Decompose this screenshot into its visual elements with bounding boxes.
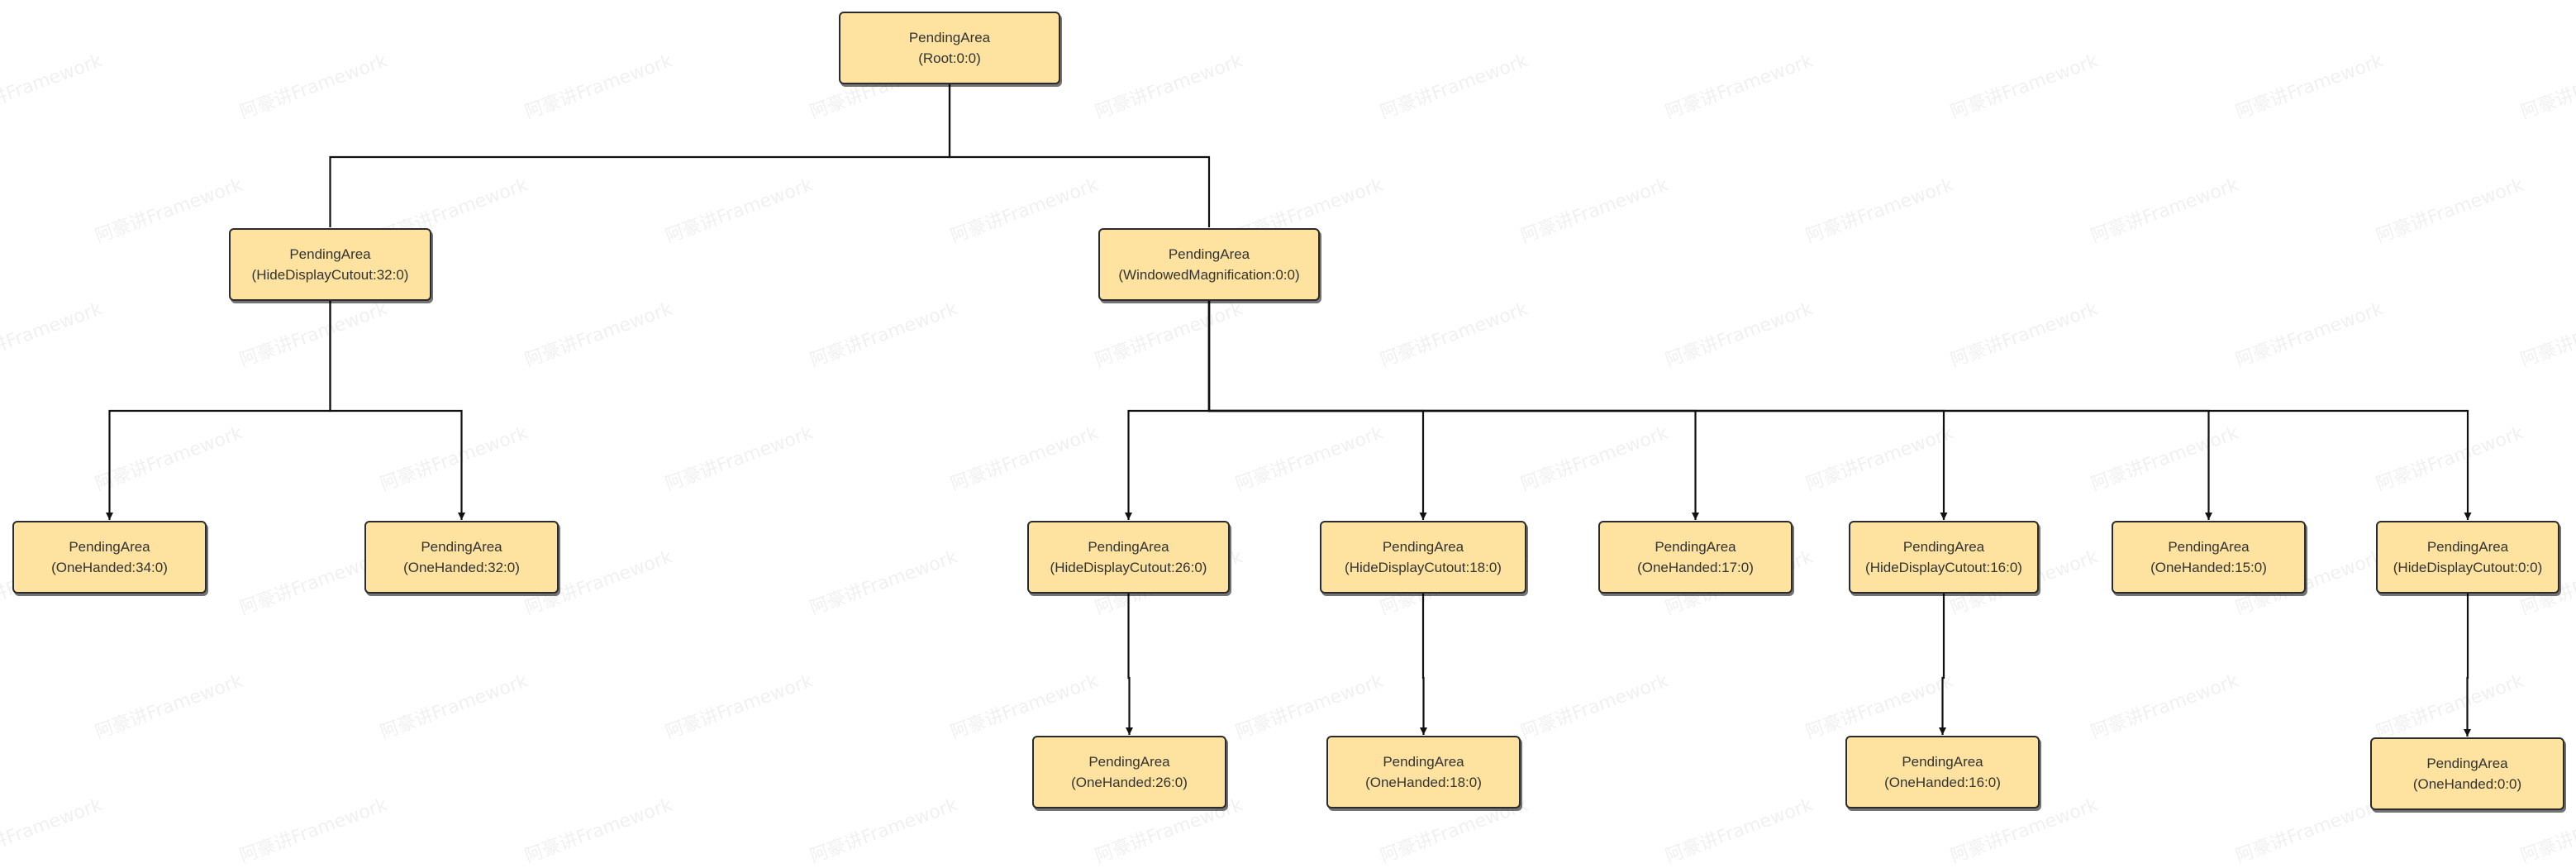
node-title: PendingArea — [1088, 754, 1170, 770]
pending-area-node: PendingArea (HideDisplayCutout:16:0) — [1849, 521, 2039, 594]
node-subtitle: (OneHanded:0:0) — [2412, 776, 2522, 792]
pending-area-node: PendingArea (OneHanded:18:0) — [1326, 736, 1521, 808]
node-title: PendingArea — [1902, 539, 1985, 555]
pending-area-node: PendingArea (OneHanded:17:0) — [1598, 521, 1793, 594]
pending-area-node: PendingArea (OneHanded:16:0) — [1845, 736, 2040, 808]
node-title: PendingArea — [908, 30, 991, 45]
pending-area-node: PendingArea (HideDisplayCutout:26:0) — [1027, 521, 1230, 594]
tree-edge — [329, 301, 465, 520]
pending-area-node: PendingArea (Root:0:0) — [839, 12, 1060, 84]
tree-edge — [1939, 594, 1946, 735]
node-subtitle: (HideDisplayCutout:16:0) — [1865, 560, 2022, 575]
node-subtitle: (OneHanded:34:0) — [51, 560, 168, 575]
node-subtitle: (OneHanded:18:0) — [1365, 775, 1482, 790]
node-title: PendingArea — [1382, 539, 1464, 555]
node-title: PendingArea — [1088, 539, 1169, 555]
pending-area-node: PendingArea (OneHanded:26:0) — [1032, 736, 1226, 808]
pending-area-node: PendingArea (OneHanded:0:0) — [2370, 737, 2564, 810]
node-subtitle: (OneHanded:26:0) — [1071, 775, 1188, 790]
tree-edge — [106, 301, 331, 520]
node-subtitle: (WindowedMagnification:0:0) — [1118, 267, 1300, 283]
node-subtitle: (HideDisplayCutout:26:0) — [1050, 560, 1207, 575]
tree-edge — [1126, 594, 1133, 735]
tree-edge — [1420, 594, 1427, 735]
pending-area-node: PendingArea (OneHanded:15:0) — [2112, 521, 2306, 594]
tree-edge — [1125, 301, 1211, 520]
node-title: PendingArea — [2168, 539, 2250, 555]
node-title: PendingArea — [1168, 246, 1250, 262]
pending-area-node: PendingArea (HideDisplayCutout:32:0) — [229, 228, 431, 301]
node-title: PendingArea — [69, 539, 150, 555]
node-subtitle: (HideDisplayCutout:0:0) — [2393, 560, 2543, 575]
pending-area-node: PendingArea (OneHanded:34:0) — [12, 521, 207, 594]
node-title: PendingArea — [1655, 539, 1736, 555]
node-title: PendingArea — [421, 539, 502, 555]
edge-layer — [106, 84, 2472, 737]
node-subtitle: (OneHanded:15:0) — [2150, 560, 2267, 575]
node-subtitle: (HideDisplayCutout:32:0) — [251, 267, 409, 283]
node-subtitle: (Root:0:0) — [918, 50, 981, 66]
node-title: PendingArea — [2426, 539, 2509, 555]
node-subtitle: (HideDisplayCutout:18:0) — [1345, 560, 1502, 575]
tree-edge — [1207, 301, 2472, 520]
node-title: PendingArea — [1902, 754, 1983, 770]
tree-edge — [329, 84, 951, 227]
node-subtitle: (OneHanded:16:0) — [1884, 775, 2001, 790]
pending-area-node: PendingArea (HideDisplayCutout:0:0) — [2376, 521, 2559, 594]
pending-area-node: PendingArea (OneHanded:32:0) — [364, 521, 559, 594]
pending-area-node: PendingArea (HideDisplayCutout:18:0) — [1320, 521, 1526, 594]
node-subtitle: (OneHanded:17:0) — [1637, 560, 1754, 575]
tree-edge — [2464, 594, 2471, 737]
tree-edge — [948, 84, 1211, 227]
pending-area-node: PendingArea (WindowedMagnification:0:0) — [1098, 228, 1320, 301]
node-title: PendingArea — [2426, 756, 2508, 771]
node-title: PendingArea — [289, 246, 371, 262]
node-title: PendingArea — [1383, 754, 1464, 770]
node-subtitle: (OneHanded:32:0) — [403, 560, 520, 575]
